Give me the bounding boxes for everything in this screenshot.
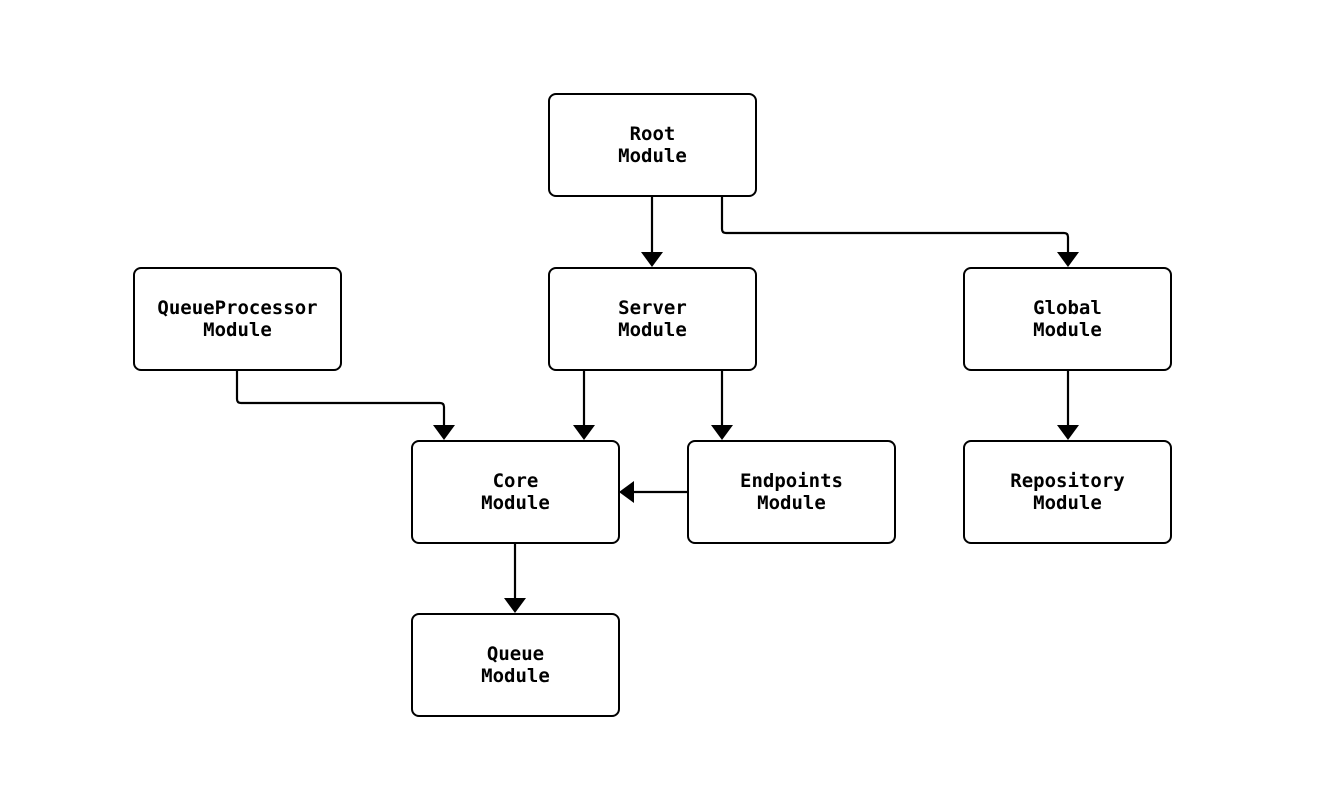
arrowhead-down-icon [433, 425, 455, 440]
node-label-line: Root [629, 123, 676, 145]
edge-line [720, 197, 1070, 253]
arrowhead-down-icon [641, 252, 663, 267]
node-server-module: Server Module [548, 267, 757, 371]
node-label-line: Module [1033, 492, 1102, 514]
node-core-module: Core Module [411, 440, 620, 544]
node-label-line: Core [492, 470, 539, 492]
node-queue-module: Queue Module [411, 613, 620, 717]
edge-root-to-global [720, 197, 1079, 267]
node-label-line: Module [203, 319, 272, 341]
node-label-line: Server [618, 297, 687, 319]
node-label-line: Repository [1010, 470, 1125, 492]
edge-queueprocessor-to-core [235, 371, 455, 440]
arrowhead-left-icon [619, 481, 634, 503]
node-global-module: Global Module [963, 267, 1172, 371]
node-label-line: Module [618, 319, 687, 341]
node-label-line: Module [757, 492, 826, 514]
edge-root-to-server [641, 197, 663, 267]
node-queueprocessor-module: QueueProcessor Module [133, 267, 342, 371]
node-label-line: Module [481, 665, 550, 687]
edge-server-to-core [573, 371, 595, 440]
node-repository-module: Repository Module [963, 440, 1172, 544]
edge-core-to-queue [504, 544, 526, 613]
node-label-line: Module [1033, 319, 1102, 341]
arrowhead-down-icon [573, 425, 595, 440]
arrowhead-down-icon [711, 425, 733, 440]
arrowhead-down-icon [1057, 252, 1079, 267]
node-root-module: Root Module [548, 93, 757, 197]
edge-line [235, 371, 446, 426]
arrowhead-down-icon [504, 598, 526, 613]
node-endpoints-module: Endpoints Module [687, 440, 896, 544]
edge-endpoints-to-core [619, 481, 687, 503]
arrowhead-down-icon [1057, 425, 1079, 440]
node-label-line: QueueProcessor [157, 297, 318, 319]
node-label-line: Queue [486, 643, 545, 665]
node-label-line: Module [481, 492, 550, 514]
edge-server-to-endpoints [711, 371, 733, 440]
node-label-line: Global [1033, 297, 1102, 319]
node-label-line: Endpoints [740, 470, 843, 492]
node-label-line: Module [618, 145, 687, 167]
edge-global-to-repository [1057, 371, 1079, 440]
